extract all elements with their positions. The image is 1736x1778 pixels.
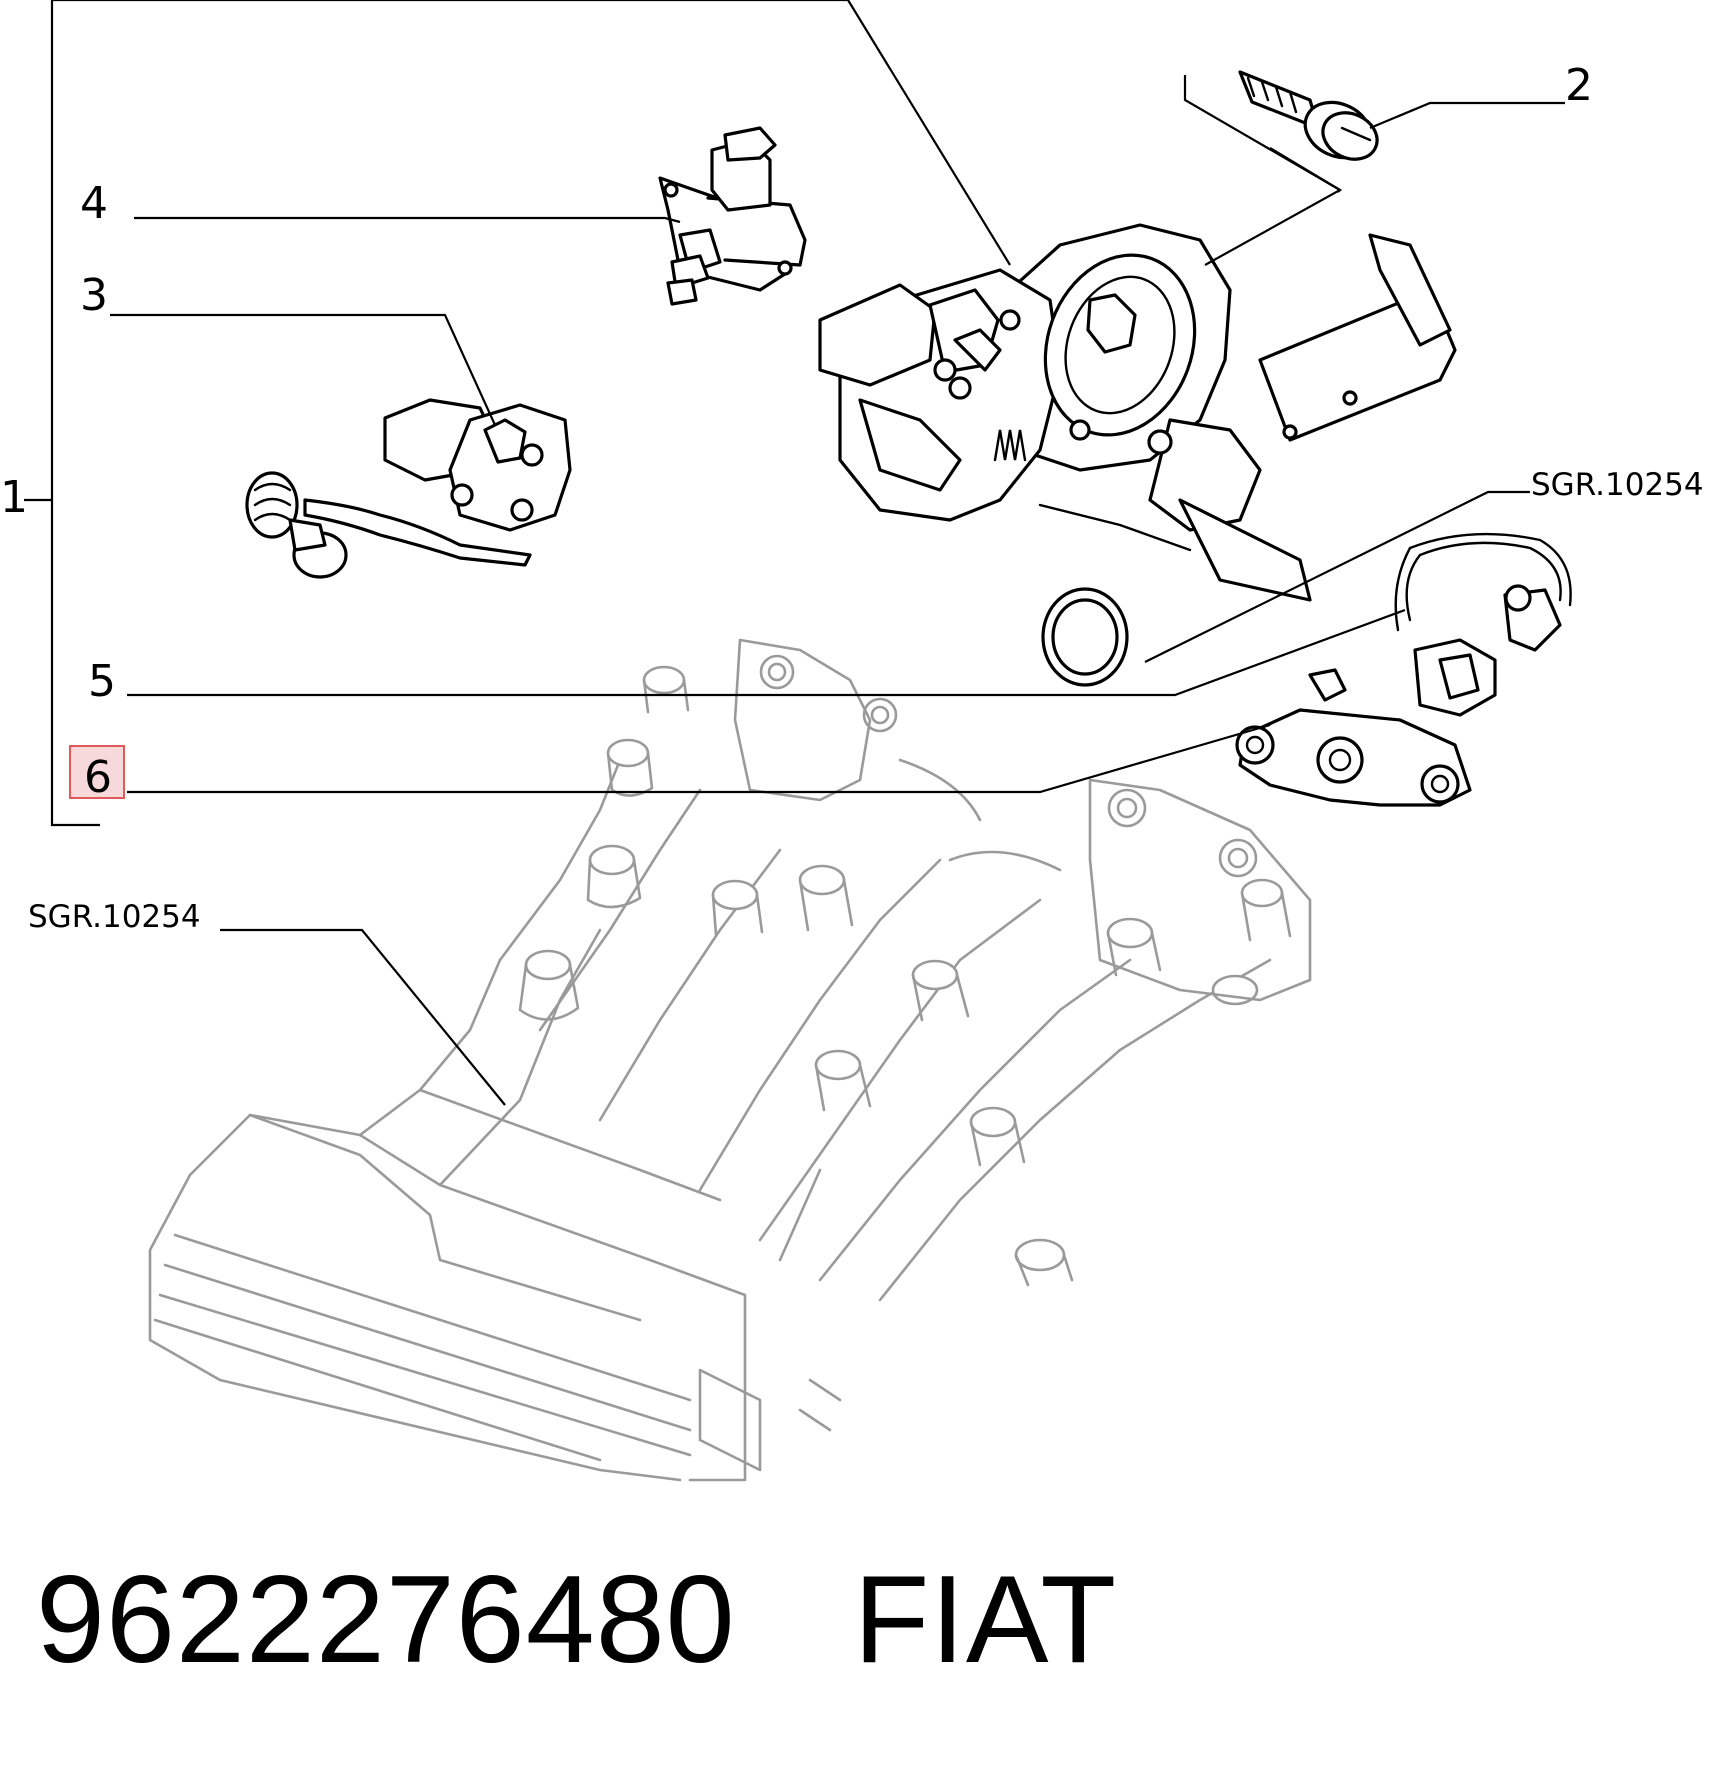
reference-sgr-right: SGR.10254 bbox=[1531, 467, 1704, 503]
intake-manifold-ghost bbox=[148, 638, 1312, 1482]
callout-2: 2 bbox=[1565, 60, 1593, 111]
callout-1: 1 bbox=[0, 472, 28, 523]
callout-5: 5 bbox=[88, 656, 116, 707]
part-number: 9622276480 bbox=[36, 1551, 736, 1689]
throttle-body-assembly bbox=[818, 223, 1457, 602]
throttle-position-sensor bbox=[245, 398, 572, 579]
callout-6-highlight bbox=[69, 745, 125, 799]
screw-with-washer bbox=[1238, 70, 1379, 161]
exploded-parts-diagram: 1 2 3 4 5 6 SGR.10254 SGR.10254 bbox=[0, 0, 1704, 1482]
o-ring-seal bbox=[1041, 587, 1129, 687]
callout-3: 3 bbox=[80, 270, 108, 321]
callout-6: 6 bbox=[84, 752, 112, 803]
idle-air-control-valve bbox=[658, 126, 807, 306]
reference-sgr-left: SGR.10254 bbox=[28, 899, 201, 935]
part-caption: 9622276480 FIAT bbox=[36, 1545, 1117, 1695]
leader-lines bbox=[24, 0, 1565, 1106]
callout-4: 4 bbox=[80, 178, 108, 229]
brand-name: FIAT bbox=[853, 1551, 1118, 1689]
callout-labels: 1 2 3 4 5 6 SGR.10254 SGR.10254 bbox=[0, 60, 1704, 935]
sensor-with-connector bbox=[1235, 532, 1572, 807]
